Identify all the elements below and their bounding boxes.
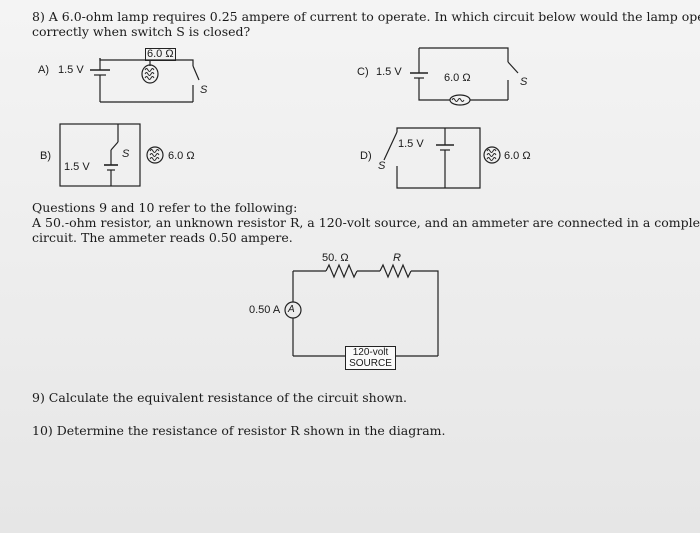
option-b-letter: B) — [40, 150, 51, 162]
option-d-switch-label: S — [378, 160, 386, 172]
option-c-circuit — [410, 47, 519, 106]
option-c-letter: C) — [357, 66, 369, 78]
ammeter-symbol: A — [288, 304, 295, 315]
resistor-50-ohm-label: 50. Ω — [322, 252, 349, 264]
question-9: 9) Calculate the equivalent resistance o… — [32, 390, 407, 405]
option-b-circuit — [59, 123, 164, 187]
option-d-resistance: 6.0 Ω — [504, 150, 531, 162]
option-c-resistance: 6.0 Ω — [444, 72, 471, 84]
q9-series-circuit — [284, 263, 439, 357]
option-d-circuit — [383, 127, 501, 189]
option-d-voltage: 1.5 V — [398, 138, 424, 150]
option-b-resistance: 6.0 Ω — [168, 150, 195, 162]
resistor-r-label: R — [393, 252, 401, 264]
voltage-source-line-1: 120-volt — [352, 347, 389, 358]
option-a-resistance: 6.0 Ω — [145, 48, 176, 61]
ammeter-reading-label: 0.50 A — [249, 304, 281, 316]
question-8-line-2: correctly when switch S is closed? — [32, 24, 251, 39]
intro-line-2: A 50.-ohm resistor, an unknown resistor … — [32, 215, 700, 230]
option-b-voltage: 1.5 V — [64, 161, 90, 173]
option-c-switch-label: S — [520, 76, 528, 88]
option-b-switch-label: S — [122, 148, 130, 160]
option-a-switch-label: S — [200, 84, 208, 96]
option-d-letter: D) — [360, 150, 372, 162]
intro-line-1: Questions 9 and 10 refer to the followin… — [32, 200, 298, 215]
intro-line-3: circuit. The ammeter reads 0.50 ampere. — [32, 230, 293, 245]
option-a-circuit — [90, 58, 200, 103]
voltage-source-box: 120-volt SOURCE — [345, 346, 396, 370]
option-c-voltage: 1.5 V — [376, 66, 402, 78]
question-8-line-1: 8) A 6.0-ohm lamp requires 0.25 ampere o… — [32, 9, 700, 24]
voltage-source-line-2: SOURCE — [349, 358, 392, 369]
option-a-voltage: 1.5 V — [58, 64, 84, 76]
option-a-letter: A) — [38, 64, 49, 76]
question-10: 10) Determine the resistance of resistor… — [32, 423, 446, 438]
